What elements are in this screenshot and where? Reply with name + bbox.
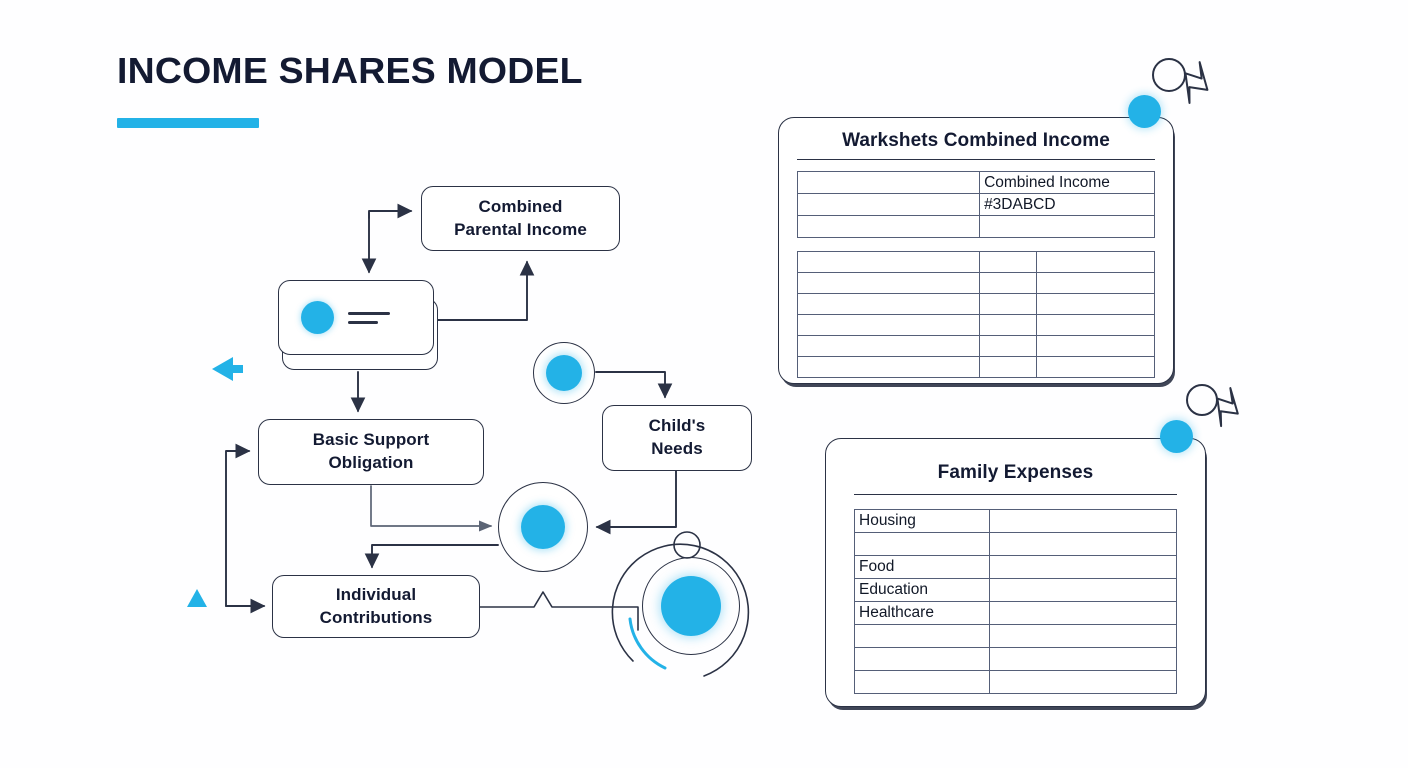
- panel-worksheets-combined-income[interactable]: Warkshets Combined Income Combined Incom…: [778, 117, 1174, 384]
- orbit-graphic: [617, 532, 765, 680]
- chevron-arrow-icon: [1184, 61, 1209, 104]
- circle-outline-chevron-worksheets: [1152, 58, 1209, 104]
- cell[interactable]: [979, 215, 1155, 238]
- cell[interactable]: [796, 293, 981, 315]
- cell[interactable]: [1036, 314, 1155, 336]
- cell[interactable]: [1036, 251, 1155, 273]
- cell[interactable]: [796, 251, 981, 273]
- table-row[interactable]: Healthcare: [853, 601, 1177, 625]
- cell-value[interactable]: [989, 624, 1177, 648]
- circle-inner-dot-icon: [546, 355, 582, 391]
- cell[interactable]: [796, 215, 981, 238]
- panel-corner-dot-worksheets: [1128, 95, 1161, 128]
- cyan-left-arrow-marker: [212, 357, 243, 381]
- cell-value[interactable]: [989, 670, 1177, 694]
- table-row[interactable]: [796, 314, 1155, 336]
- outline-circle-icon: [1186, 384, 1218, 416]
- cell-value[interactable]: [989, 532, 1177, 556]
- node-label: Individual Contributions: [319, 584, 433, 627]
- cell[interactable]: [796, 356, 981, 378]
- node-label: Combined Parental Income: [454, 196, 587, 239]
- cell-value[interactable]: [989, 509, 1177, 533]
- table-row[interactable]: [853, 532, 1177, 556]
- cell-category[interactable]: Housing: [853, 509, 991, 533]
- node-label: Child's Needs: [648, 416, 706, 458]
- panel-title: Warkshets Combined Income: [842, 130, 1110, 151]
- panel-divider: [854, 494, 1177, 495]
- table-row[interactable]: [796, 215, 1155, 238]
- cell-category[interactable]: [853, 647, 991, 671]
- panel-divider: [797, 159, 1155, 160]
- cell[interactable]: [979, 251, 1038, 273]
- table-family-expenses[interactable]: Housing Food Education Healthcare: [853, 509, 1177, 694]
- node-combined-parental-income[interactable]: Combined Parental Income: [421, 186, 620, 251]
- circle-inner-dot-icon: [521, 505, 565, 549]
- card-front-layer: [278, 280, 434, 355]
- outline-circle-icon: [1152, 58, 1186, 92]
- node-document-card[interactable]: [278, 280, 438, 372]
- table-row[interactable]: [853, 624, 1177, 648]
- cell[interactable]: [1036, 356, 1155, 378]
- table-row[interactable]: [796, 251, 1155, 273]
- circle-outline-chevron-expenses: [1186, 384, 1239, 428]
- cell[interactable]: [979, 356, 1038, 378]
- table-row[interactable]: Food: [853, 555, 1177, 579]
- table-row[interactable]: [796, 335, 1155, 357]
- card-avatar-dot-icon: [301, 301, 334, 334]
- card-text-lines-icon: [348, 311, 390, 324]
- cell[interactable]: [979, 293, 1038, 315]
- panel-title: Family Expenses: [937, 462, 1094, 483]
- table-row[interactable]: [796, 293, 1155, 315]
- cell-value[interactable]: [989, 647, 1177, 671]
- cell[interactable]: [796, 314, 981, 336]
- node-childs-needs[interactable]: Child's Needs: [602, 405, 752, 471]
- node-circle-large[interactable]: [498, 482, 588, 572]
- cell-value[interactable]: [989, 578, 1177, 602]
- panel-family-expenses[interactable]: Family Expenses Housing Food Education: [825, 438, 1206, 707]
- table-row[interactable]: Housing: [853, 509, 1177, 533]
- cell-category[interactable]: [853, 532, 991, 556]
- node-basic-support-obligation[interactable]: Basic Support Obligation: [258, 419, 484, 485]
- cell[interactable]: [979, 314, 1038, 336]
- cell[interactable]: [796, 193, 981, 216]
- page-title: INCOME SHARES MODEL: [117, 50, 583, 91]
- table-row[interactable]: [853, 670, 1177, 694]
- cell[interactable]: [1036, 335, 1155, 357]
- cell[interactable]: [1036, 293, 1155, 315]
- cell-category[interactable]: [853, 624, 991, 648]
- chevron-arrow-icon: [1216, 387, 1239, 428]
- cell-category[interactable]: Healthcare: [853, 601, 991, 625]
- cell-value[interactable]: [989, 601, 1177, 625]
- node-individual-contributions[interactable]: Individual Contributions: [272, 575, 480, 638]
- cell[interactable]: [796, 335, 981, 357]
- node-label: Basic Support Obligation: [312, 430, 430, 472]
- title-underline-bar: [117, 118, 259, 128]
- table-row[interactable]: Combined Income: [796, 171, 1155, 194]
- cell[interactable]: [979, 335, 1038, 357]
- title-block: INCOME SHARES MODEL: [117, 52, 817, 128]
- cell[interactable]: Combined Income: [979, 171, 1155, 194]
- cell[interactable]: [979, 272, 1038, 294]
- cell[interactable]: #3DABCD: [979, 193, 1155, 216]
- cell-category[interactable]: [853, 670, 991, 694]
- cell-category[interactable]: Education: [853, 578, 991, 602]
- table-worksheet-rows[interactable]: [796, 251, 1155, 378]
- cyan-up-triangle-marker: [187, 589, 207, 607]
- table-row[interactable]: Education: [853, 578, 1177, 602]
- orbit-core-dot-icon: [661, 576, 721, 636]
- table-row[interactable]: [796, 356, 1155, 378]
- cell-category[interactable]: Food: [853, 555, 991, 579]
- table-row[interactable]: [796, 272, 1155, 294]
- cell-value[interactable]: [989, 555, 1177, 579]
- node-circle-small[interactable]: [533, 342, 595, 404]
- panel-corner-dot-expenses: [1160, 420, 1193, 453]
- cell[interactable]: [1036, 272, 1155, 294]
- table-combined-income[interactable]: Combined Income #3DABCD: [796, 171, 1155, 238]
- cell[interactable]: [796, 272, 981, 294]
- cell[interactable]: [796, 171, 981, 194]
- table-row[interactable]: #3DABCD: [796, 193, 1155, 216]
- table-row[interactable]: [853, 647, 1177, 671]
